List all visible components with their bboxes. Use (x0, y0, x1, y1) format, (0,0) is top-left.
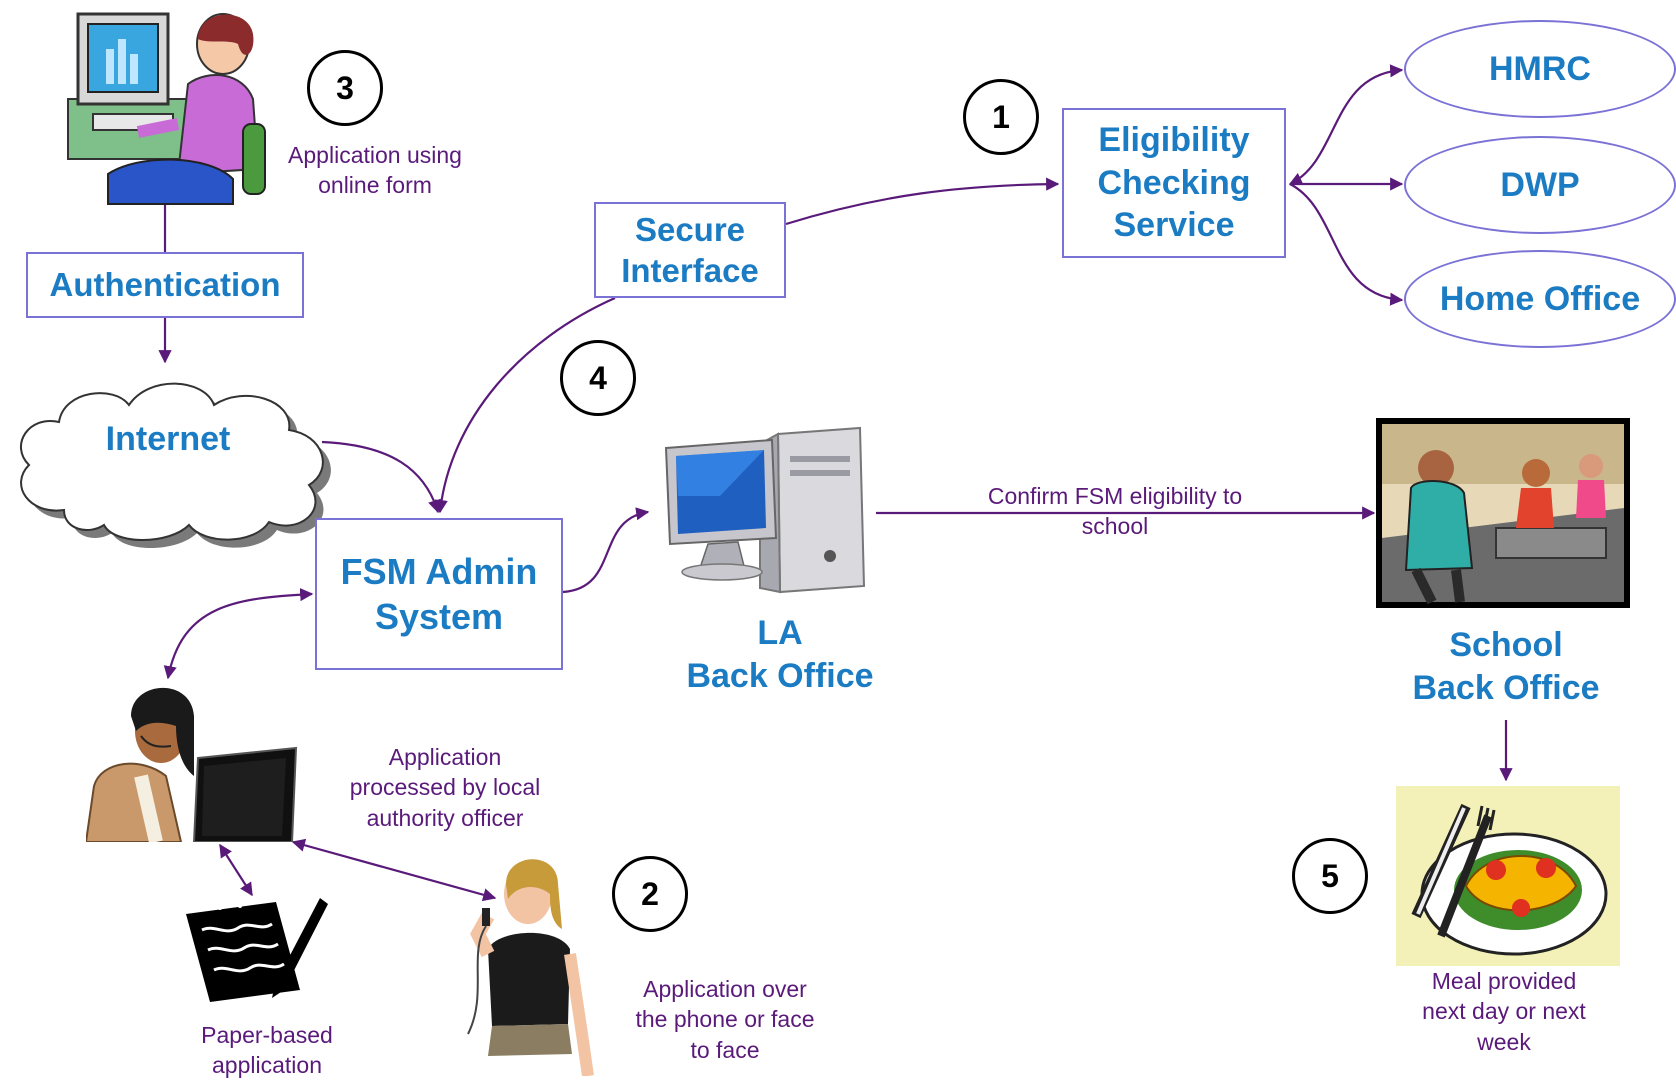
classroom-icon (1376, 418, 1630, 608)
desktop-computer-icon (664, 426, 866, 594)
internet-label: Internet (105, 420, 231, 458)
la-back-office-label: LA Back Office (686, 614, 874, 695)
authentication-label: Authentication (49, 266, 281, 304)
secure-interface-label: Secure Interface (621, 210, 759, 289)
step-4-badge: 4 (560, 340, 636, 416)
agency-dwp: DWP (1404, 136, 1676, 234)
officer-to-paper-arrow (219, 843, 253, 897)
woman-at-computer-icon (67, 12, 266, 205)
woman-on-phone-icon (467, 859, 594, 1076)
agency-hmrc-label: HMRC (1489, 49, 1591, 88)
agency-home-office-label: Home Office (1439, 279, 1641, 318)
school-back-office-label: School Back Office (1412, 626, 1600, 707)
eligibility-service-box: Eligibility Checking Service (1062, 108, 1286, 258)
online-form-caption: Application using online form (288, 142, 462, 199)
processed-officer-caption: Application processed by local authority… (349, 744, 541, 831)
meal-caption: Meal provided next day or next week (1422, 968, 1586, 1055)
secure-to-eligibility-arrow (785, 177, 1060, 226)
officer-to-phone-arrow (291, 838, 497, 902)
call-centre-officer-icon (86, 687, 298, 842)
fsm-admin-label: FSM Admin System (340, 551, 538, 637)
internet-to-fsm-arrow (321, 440, 441, 514)
secure-interface-box: Secure Interface (594, 202, 786, 298)
meal-plate-icon (1396, 786, 1620, 966)
authentication-box: Authentication (26, 252, 304, 318)
eligibility-to-homeoffice-arrow (1289, 183, 1404, 306)
fsm-to-la-arrow (562, 507, 650, 594)
eligibility-to-hmrc-arrow (1288, 64, 1404, 185)
internet-cloud-icon (19, 382, 331, 548)
agency-hmrc: HMRC (1404, 20, 1676, 118)
secure-to-fsm-arrow (434, 296, 616, 514)
officer-to-fsm-arrow (163, 588, 314, 680)
step-5-badge: 5 (1292, 838, 1368, 914)
agency-dwp-label: DWP (1500, 165, 1580, 204)
eligibility-service-label: Eligibility Checking Service (1097, 121, 1251, 245)
fsm-admin-box: FSM Admin System (315, 518, 563, 670)
step-1-badge: 1 (963, 79, 1039, 155)
paper-form-icon (186, 898, 328, 1002)
confirm-school-caption: Confirm FSM eligibility to school (987, 483, 1243, 540)
paper-based-caption: Paper-based application (201, 1022, 333, 1079)
step-3-badge: 3 (307, 50, 383, 126)
agency-home-office: Home Office (1404, 250, 1676, 348)
step-2-badge: 2 (612, 856, 688, 932)
phone-face-caption: Application over the phone or face to fa… (635, 976, 815, 1063)
